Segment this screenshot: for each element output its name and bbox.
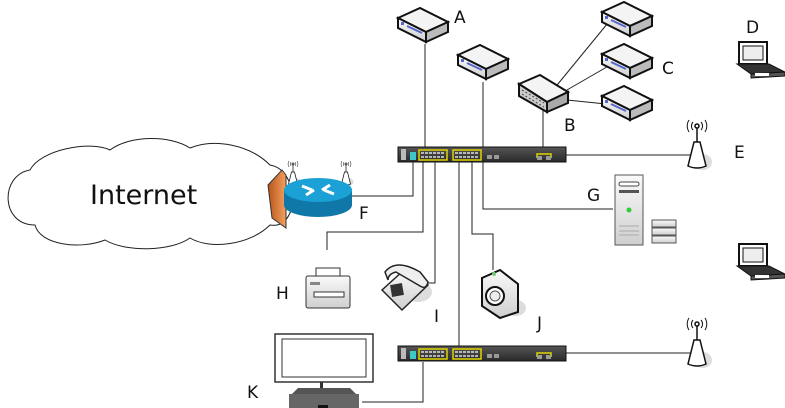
wireless-access-point-icon	[686, 317, 713, 369]
server-G[interactable]: G	[587, 174, 677, 246]
switch-icon	[397, 146, 567, 163]
hub-icon	[516, 73, 571, 114]
network-device-icon	[601, 43, 653, 79]
label-E: E	[734, 143, 745, 163]
label-J: J	[536, 314, 542, 334]
laptop-D[interactable]: D	[736, 18, 785, 79]
network-device-icon	[457, 44, 509, 80]
laptop-icon	[736, 243, 785, 281]
access-point-unlabeled[interactable]	[686, 317, 713, 369]
label-H: H	[276, 284, 289, 304]
connections	[326, 17, 690, 403]
label-G: G	[587, 186, 600, 206]
server-icon	[614, 174, 677, 246]
network-device-icon	[601, 85, 653, 121]
device-A[interactable]: A	[397, 7, 466, 43]
television-icon	[274, 333, 374, 408]
television-K[interactable]: K	[247, 333, 374, 408]
access-point-E[interactable]: E	[686, 119, 745, 171]
camera-J[interactable]: J	[481, 268, 542, 334]
router-firewall-F[interactable]: F	[267, 160, 369, 229]
devices-C[interactable]: C	[601, 1, 674, 121]
wireless-access-point-icon	[686, 119, 713, 171]
label-A: A	[454, 8, 466, 28]
internet-label: Internet	[90, 180, 197, 211]
device-A2[interactable]	[457, 44, 509, 80]
secondary-switch[interactable]	[397, 345, 567, 362]
internet-cloud: Internet	[7, 138, 293, 250]
label-D: D	[746, 18, 759, 38]
router-icon	[284, 160, 354, 217]
label-B: B	[564, 116, 576, 136]
telephone-icon	[380, 264, 432, 312]
laptop-icon	[736, 41, 785, 79]
main-switch[interactable]	[397, 146, 567, 163]
telephone-I[interactable]: I	[380, 264, 439, 327]
switch-icon	[397, 345, 567, 362]
label-K: K	[247, 383, 259, 403]
network-device-icon	[397, 7, 449, 43]
hub-B[interactable]: B	[516, 73, 576, 136]
label-C: C	[662, 59, 674, 79]
label-F: F	[359, 204, 369, 224]
printer-H[interactable]: H	[276, 267, 351, 309]
laptop-unlabeled[interactable]	[736, 243, 785, 281]
camera-icon	[481, 268, 526, 320]
label-I: I	[434, 307, 439, 327]
printer-icon	[305, 267, 351, 309]
network-device-icon	[601, 1, 653, 37]
